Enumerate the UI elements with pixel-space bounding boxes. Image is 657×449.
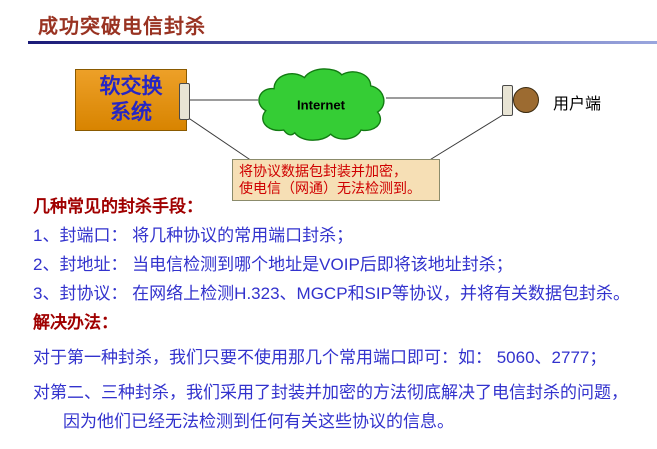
method-item-2: 2、封地址： 当电信检测到哪个地址是VOIP后即将该地址封杀；: [33, 255, 513, 274]
solution-item-2: 对第二、三种封杀，我们采用了封装并加密的方法彻底解决了电信封杀的问题，因为他们已…: [33, 383, 628, 431]
callout-line2: 使电信（网通）无法检测到。: [239, 180, 421, 196]
method-item-3: 3、封协议： 在网络上检测H.323、MGCP和SIP等协议，并将有关数据包封杀…: [33, 284, 630, 303]
method-item-1: 1、封端口： 将几种协议的常用端口封杀；: [33, 226, 354, 245]
page-title: 成功突破电信封杀: [38, 16, 206, 38]
internet-cloud: Internet: [258, 68, 385, 141]
user-terminal-icon: [513, 87, 539, 113]
internet-label: Internet: [297, 97, 346, 112]
softswitch-box: 软交换 系统: [75, 69, 187, 131]
network-port-right: [502, 85, 513, 116]
user-terminal-label: 用户端: [553, 96, 602, 113]
solution-item-1: 对于第一种封杀，我们只要不使用那几个常用端口即可：如： 5060、2777；: [33, 348, 607, 367]
body-text: 几种常见的封杀手段： 1、封端口： 将几种协议的常用端口封杀； 2、封地址： 当…: [33, 192, 647, 436]
softswitch-label-line2: 系统: [110, 101, 152, 124]
softswitch-label-line1: 软交换: [99, 75, 163, 98]
encryption-callout: 将协议数据包封装并加密， 使电信（网通）无法检测到。: [232, 159, 440, 201]
methods-heading: 几种常见的封杀手段：: [33, 197, 203, 216]
solution-heading: 解决办法：: [33, 313, 118, 332]
network-port-left: [179, 83, 190, 120]
callout-line1: 将协议数据包封装并加密，: [239, 163, 407, 179]
title-divider: [28, 41, 657, 44]
